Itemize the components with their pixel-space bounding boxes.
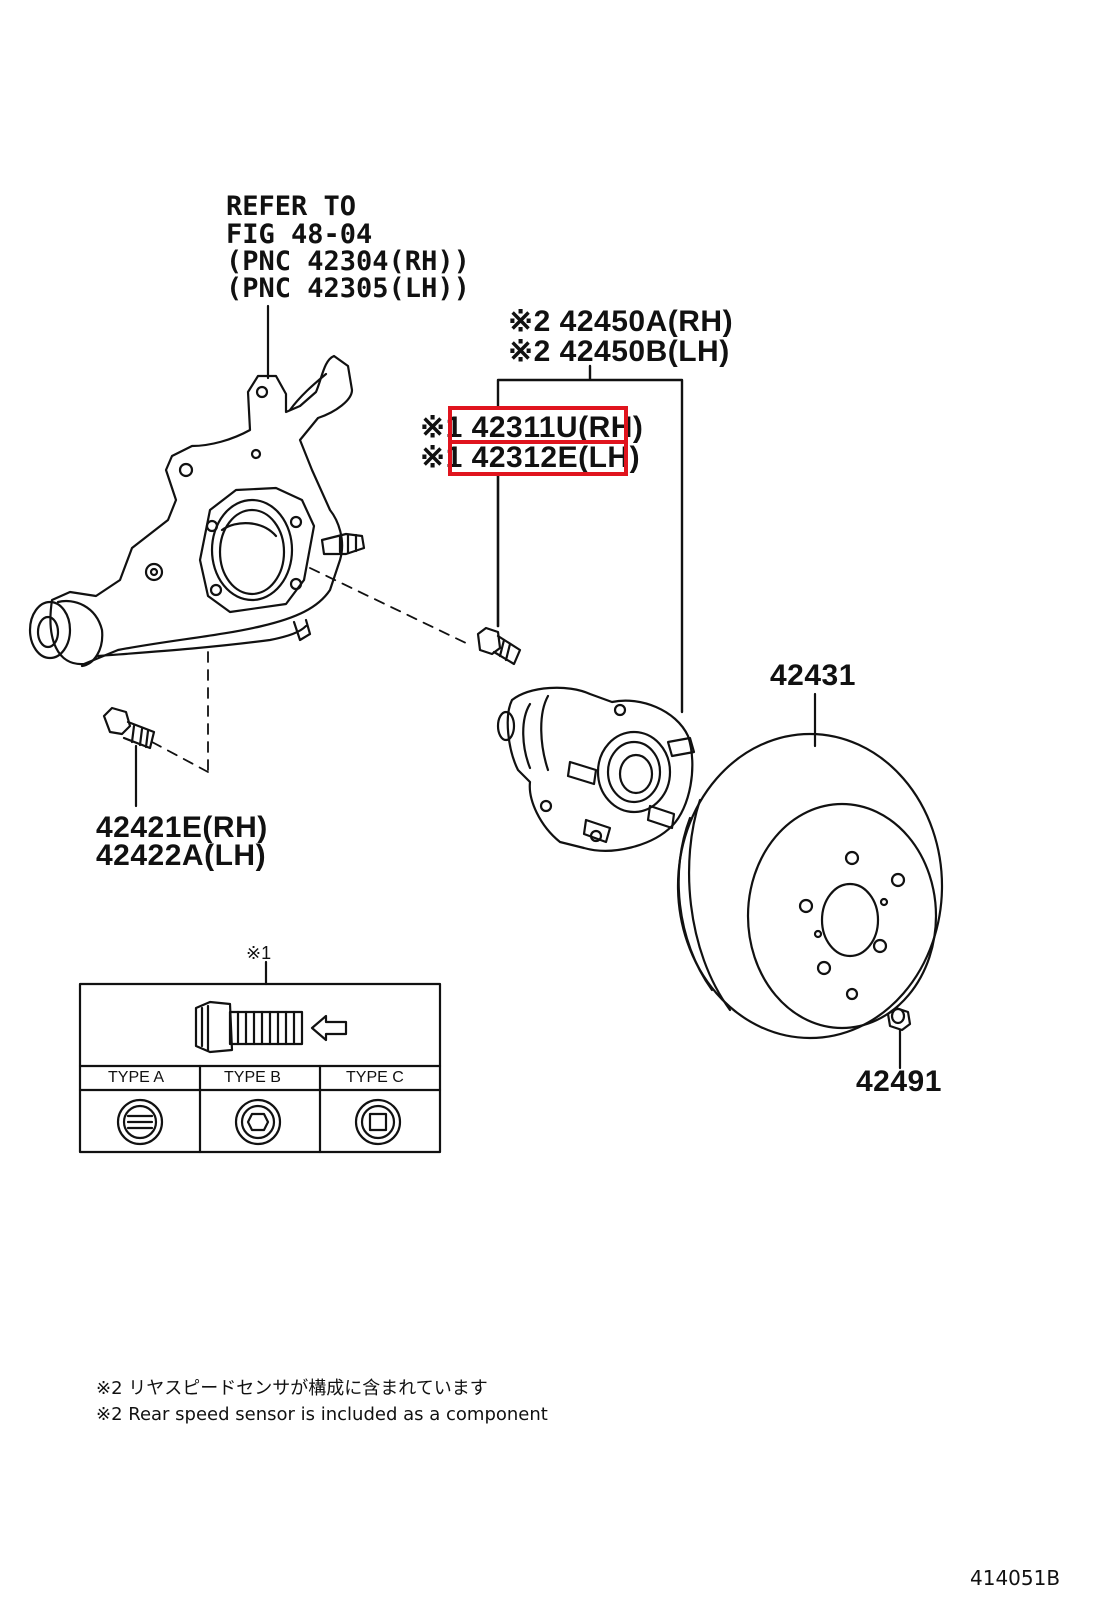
hub-assembly-rh-label: ※2 42450A(RH) [508,305,734,338]
type-a-label: TYPE A [108,1069,165,1086]
knuckle-drawing [28,354,366,668]
hub-assembly-lh-label: ※2 42450B(LH) [508,335,730,368]
type-b-label: TYPE B [224,1069,281,1086]
knuckle-bolt-lh-label: 42422A(LH) [96,839,267,872]
refer-to-label: REFER TO [226,191,357,222]
plug-part-label: 42491 [856,1065,942,1098]
refer-fig-label: FIG 48-04 [226,219,373,250]
refer-pnc-rh-label: (PNC 42304(RH)) [226,246,470,277]
hub-bolt-lh-highlight [448,440,628,476]
note-japanese: ※2 リヤスピードセンサが構成に含まれています [96,1378,488,1399]
inset-mark-label: ※1 [246,943,272,963]
note-english: ※2 Rear speed sensor is included as a co… [96,1404,548,1425]
disc-part-label: 42431 [770,659,856,692]
refer-pnc-lh-label: (PNC 42305(LH)) [226,273,470,304]
hub-bearing-drawing [496,686,696,852]
hub-bolt-rh-label: ※1 42311U(RH) [420,411,644,444]
type-c-label: TYPE C [346,1069,404,1086]
hub-bolt-drawing [476,626,522,666]
type-inset-box [78,960,442,1154]
hub-bolt-lh-label: ※1 42312E(LH) [420,441,641,474]
knuckle-bolt-rh-label: 42421E(RH) [96,811,268,844]
plug-drawing [886,1006,912,1070]
center-lines [151,567,471,773]
brake-disc-drawing [676,732,944,1040]
figure-id: 414051B [970,1566,1061,1590]
knuckle-bolt-drawing [102,706,156,808]
hub-bolt-rh-highlight [448,406,628,444]
hub-assembly-bracket [496,364,684,714]
